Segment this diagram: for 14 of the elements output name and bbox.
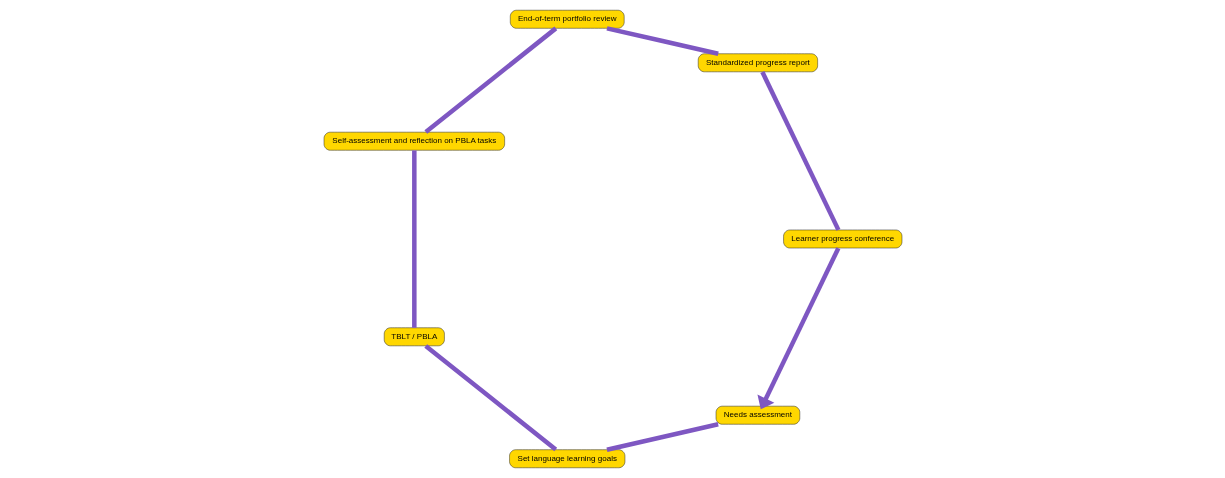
connector bbox=[411, 150, 417, 328]
connector bbox=[759, 71, 840, 231]
node-box: Learner progress conference bbox=[782, 229, 902, 249]
connector bbox=[605, 26, 719, 56]
node-box: Needs assessment bbox=[715, 405, 800, 425]
node-box: End-of-term portfolio review bbox=[509, 10, 624, 29]
connector bbox=[423, 344, 557, 452]
node-box: Self-assessment and reflection on PBLA tasks bbox=[323, 131, 505, 151]
node-box: Set language learning goals bbox=[508, 449, 625, 468]
node-box: TBLT / PBLA bbox=[383, 327, 445, 347]
node-box: Standardized progress report bbox=[697, 53, 818, 73]
connector bbox=[605, 422, 719, 452]
arrow bbox=[756, 247, 840, 410]
connector bbox=[423, 26, 557, 134]
